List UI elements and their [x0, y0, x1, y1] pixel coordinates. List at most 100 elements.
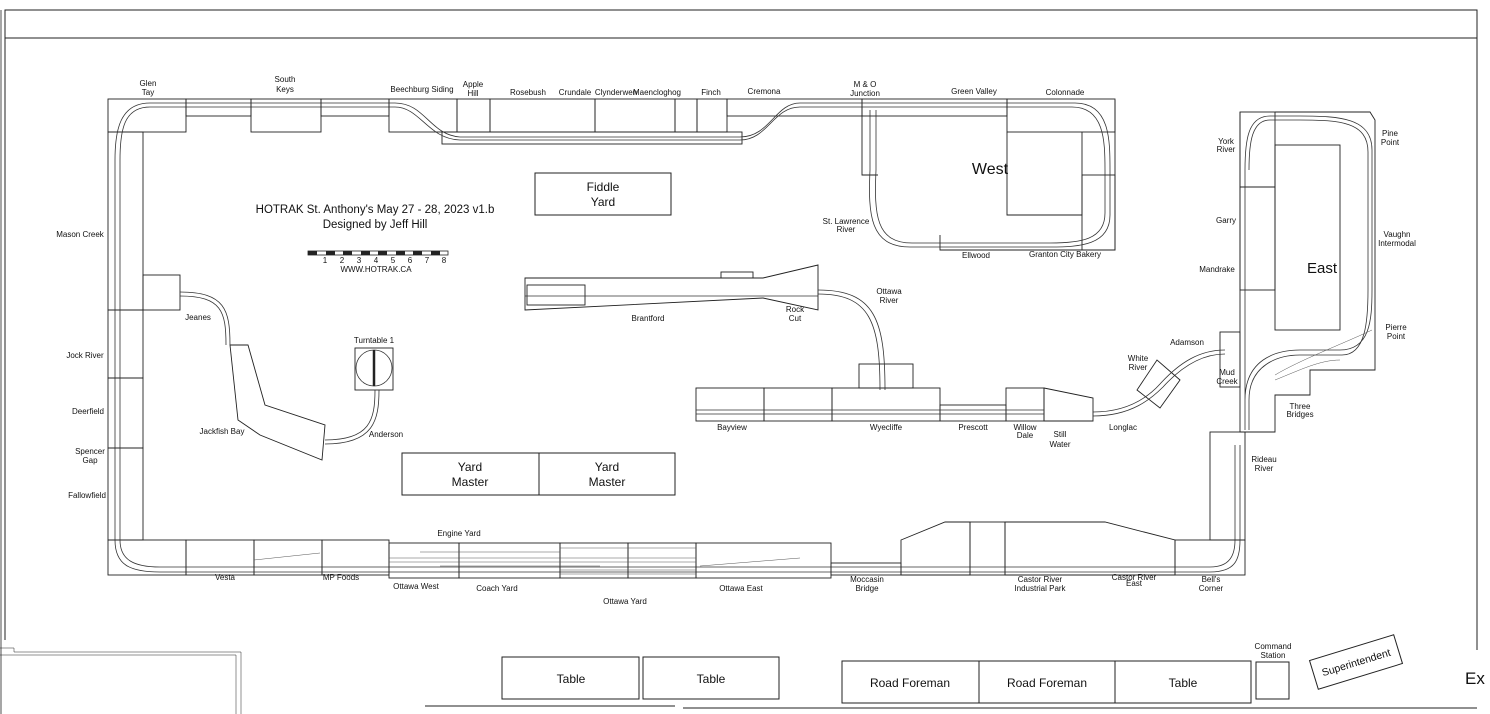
svg-text:3: 3: [357, 256, 362, 265]
station-jackfish-bay: Jackfish Bay: [200, 427, 245, 436]
station-castor-river-east: Castor River: [1112, 573, 1157, 582]
fiddle-yard-box: Fiddle Yard: [534, 172, 672, 216]
station-willow-dale: Willow: [1013, 423, 1036, 432]
svg-text:Industrial Park: Industrial Park: [1014, 584, 1066, 593]
svg-text:River: River: [1217, 145, 1236, 154]
svg-text:Table: Table: [697, 672, 726, 686]
station-labels: Glen Tay South Keys Beechburg Siding App…: [56, 75, 1416, 606]
svg-text:Road Foreman: Road Foreman: [870, 676, 950, 690]
station-clynderwen: Clynderwen: [595, 88, 637, 97]
svg-text:Master: Master: [452, 475, 489, 489]
svg-text:Fiddle: Fiddle: [587, 180, 620, 194]
station-jock-river: Jock River: [66, 351, 104, 360]
svg-text:7: 7: [425, 256, 430, 265]
station-castor-river-ip: Castor River: [1018, 575, 1063, 584]
svg-text:Gap: Gap: [82, 456, 98, 465]
svg-text:Water: Water: [1049, 440, 1070, 449]
room-walls: [0, 9, 1478, 714]
station-deerfield: Deerfield: [72, 407, 104, 416]
station-mp-foods: MP Foods: [323, 573, 359, 582]
svg-text:Station: Station: [1261, 651, 1286, 660]
svg-text:8: 8: [442, 256, 447, 265]
svg-text:Creek: Creek: [1216, 377, 1238, 386]
station-anderson: Anderson: [369, 430, 403, 439]
command-station-label: Command: [1255, 642, 1292, 651]
exit-sign: Ex: [1465, 669, 1485, 688]
svg-text:Master: Master: [589, 475, 626, 489]
table-3: [1114, 660, 1252, 704]
svg-text:6: 6: [408, 256, 413, 265]
scale-numbers: 1 2 3 4 5 6 7 8: [323, 256, 447, 265]
east-area-label: East: [1307, 260, 1338, 277]
station-st-lawrence-river: St. Lawrence: [823, 217, 870, 226]
svg-text:River: River: [1255, 464, 1274, 473]
station-south-keys: South: [275, 75, 296, 84]
station-bayview: Bayview: [717, 423, 747, 432]
station-garry: Garry: [1216, 216, 1236, 225]
station-three-bridges: Three: [1290, 402, 1311, 411]
station-ottawa-yard: Ottawa Yard: [603, 597, 647, 606]
station-pierre-point: Pierre: [1385, 323, 1407, 332]
svg-text:Tay: Tay: [142, 88, 154, 97]
svg-text:Point: Point: [1381, 138, 1400, 147]
station-white-river: White: [1128, 354, 1149, 363]
station-finch: Finch: [701, 88, 721, 97]
svg-text:Dale: Dale: [1017, 431, 1034, 440]
svg-text:Table: Table: [557, 672, 586, 686]
command-station-box: [1255, 661, 1290, 700]
turntable-label: Turntable 1: [354, 336, 395, 345]
station-brantford: Brantford: [632, 314, 665, 323]
station-spencer-gap: Spencer: [75, 447, 105, 456]
track-lines: [114, 102, 1373, 575]
station-vaughn-intermodal: Vaughn: [1384, 230, 1411, 239]
station-granton: Granton City Bakery: [1029, 250, 1101, 259]
station-fallowfield: Fallowfield: [68, 491, 106, 500]
svg-text:Cut: Cut: [789, 314, 802, 323]
station-ottawa-river: Ottawa: [876, 287, 902, 296]
station-green-valley: Green Valley: [951, 87, 997, 96]
svg-text:River: River: [880, 296, 899, 305]
svg-text:1: 1: [323, 256, 328, 265]
svg-text:Corner: Corner: [1199, 584, 1224, 593]
station-rock-cut: Rock: [786, 305, 805, 314]
svg-text:Junction: Junction: [850, 89, 880, 98]
road-foreman-1: [841, 660, 980, 704]
svg-text:Table: Table: [1169, 676, 1198, 690]
station-prescott: Prescott: [958, 423, 988, 432]
station-pine-point: Pine: [1382, 129, 1399, 138]
table-2: [642, 656, 780, 700]
station-york-river: York: [1218, 137, 1235, 146]
svg-text:Yard: Yard: [595, 460, 619, 474]
station-cremona: Cremona: [748, 87, 781, 96]
station-adamson: Adamson: [1170, 338, 1204, 347]
station-bells-corner: Bell's: [1202, 575, 1221, 584]
svg-text:Point: Point: [1387, 332, 1406, 341]
svg-text:4: 4: [374, 256, 379, 265]
station-still-water: Still: [1054, 430, 1067, 439]
yard-master-desks: Yard Master Yard Master: [401, 452, 676, 496]
road-foreman-2: [978, 660, 1116, 704]
table-1: [501, 656, 640, 700]
scale-bar: [307, 250, 449, 256]
station-coach-yard: Coach Yard: [476, 584, 518, 593]
station-mud-creek: Mud: [1219, 368, 1235, 377]
module-outlines: [107, 98, 1376, 579]
svg-text:Road Foreman: Road Foreman: [1007, 676, 1087, 690]
svg-text:River: River: [837, 225, 856, 234]
station-jeanes: Jeanes: [185, 313, 211, 322]
station-vesta: Vesta: [215, 573, 236, 582]
station-beechburg-siding: Beechburg Siding: [390, 85, 453, 94]
svg-text:Intermodal: Intermodal: [1378, 239, 1416, 248]
svg-text:Hill: Hill: [467, 89, 478, 98]
station-colonnade: Colonnade: [1046, 88, 1085, 97]
station-moccasin-bridge: Moccasin: [850, 575, 884, 584]
svg-text:2: 2: [340, 256, 345, 265]
station-mason-creek: Mason Creek: [56, 230, 105, 239]
station-ottawa-east: Ottawa East: [719, 584, 763, 593]
svg-text:River: River: [1129, 363, 1148, 372]
station-mandrake: Mandrake: [1199, 265, 1235, 274]
station-ottawa-west: Ottawa West: [393, 582, 439, 591]
svg-text:Bridges: Bridges: [1286, 410, 1313, 419]
svg-text:Keys: Keys: [276, 85, 294, 94]
